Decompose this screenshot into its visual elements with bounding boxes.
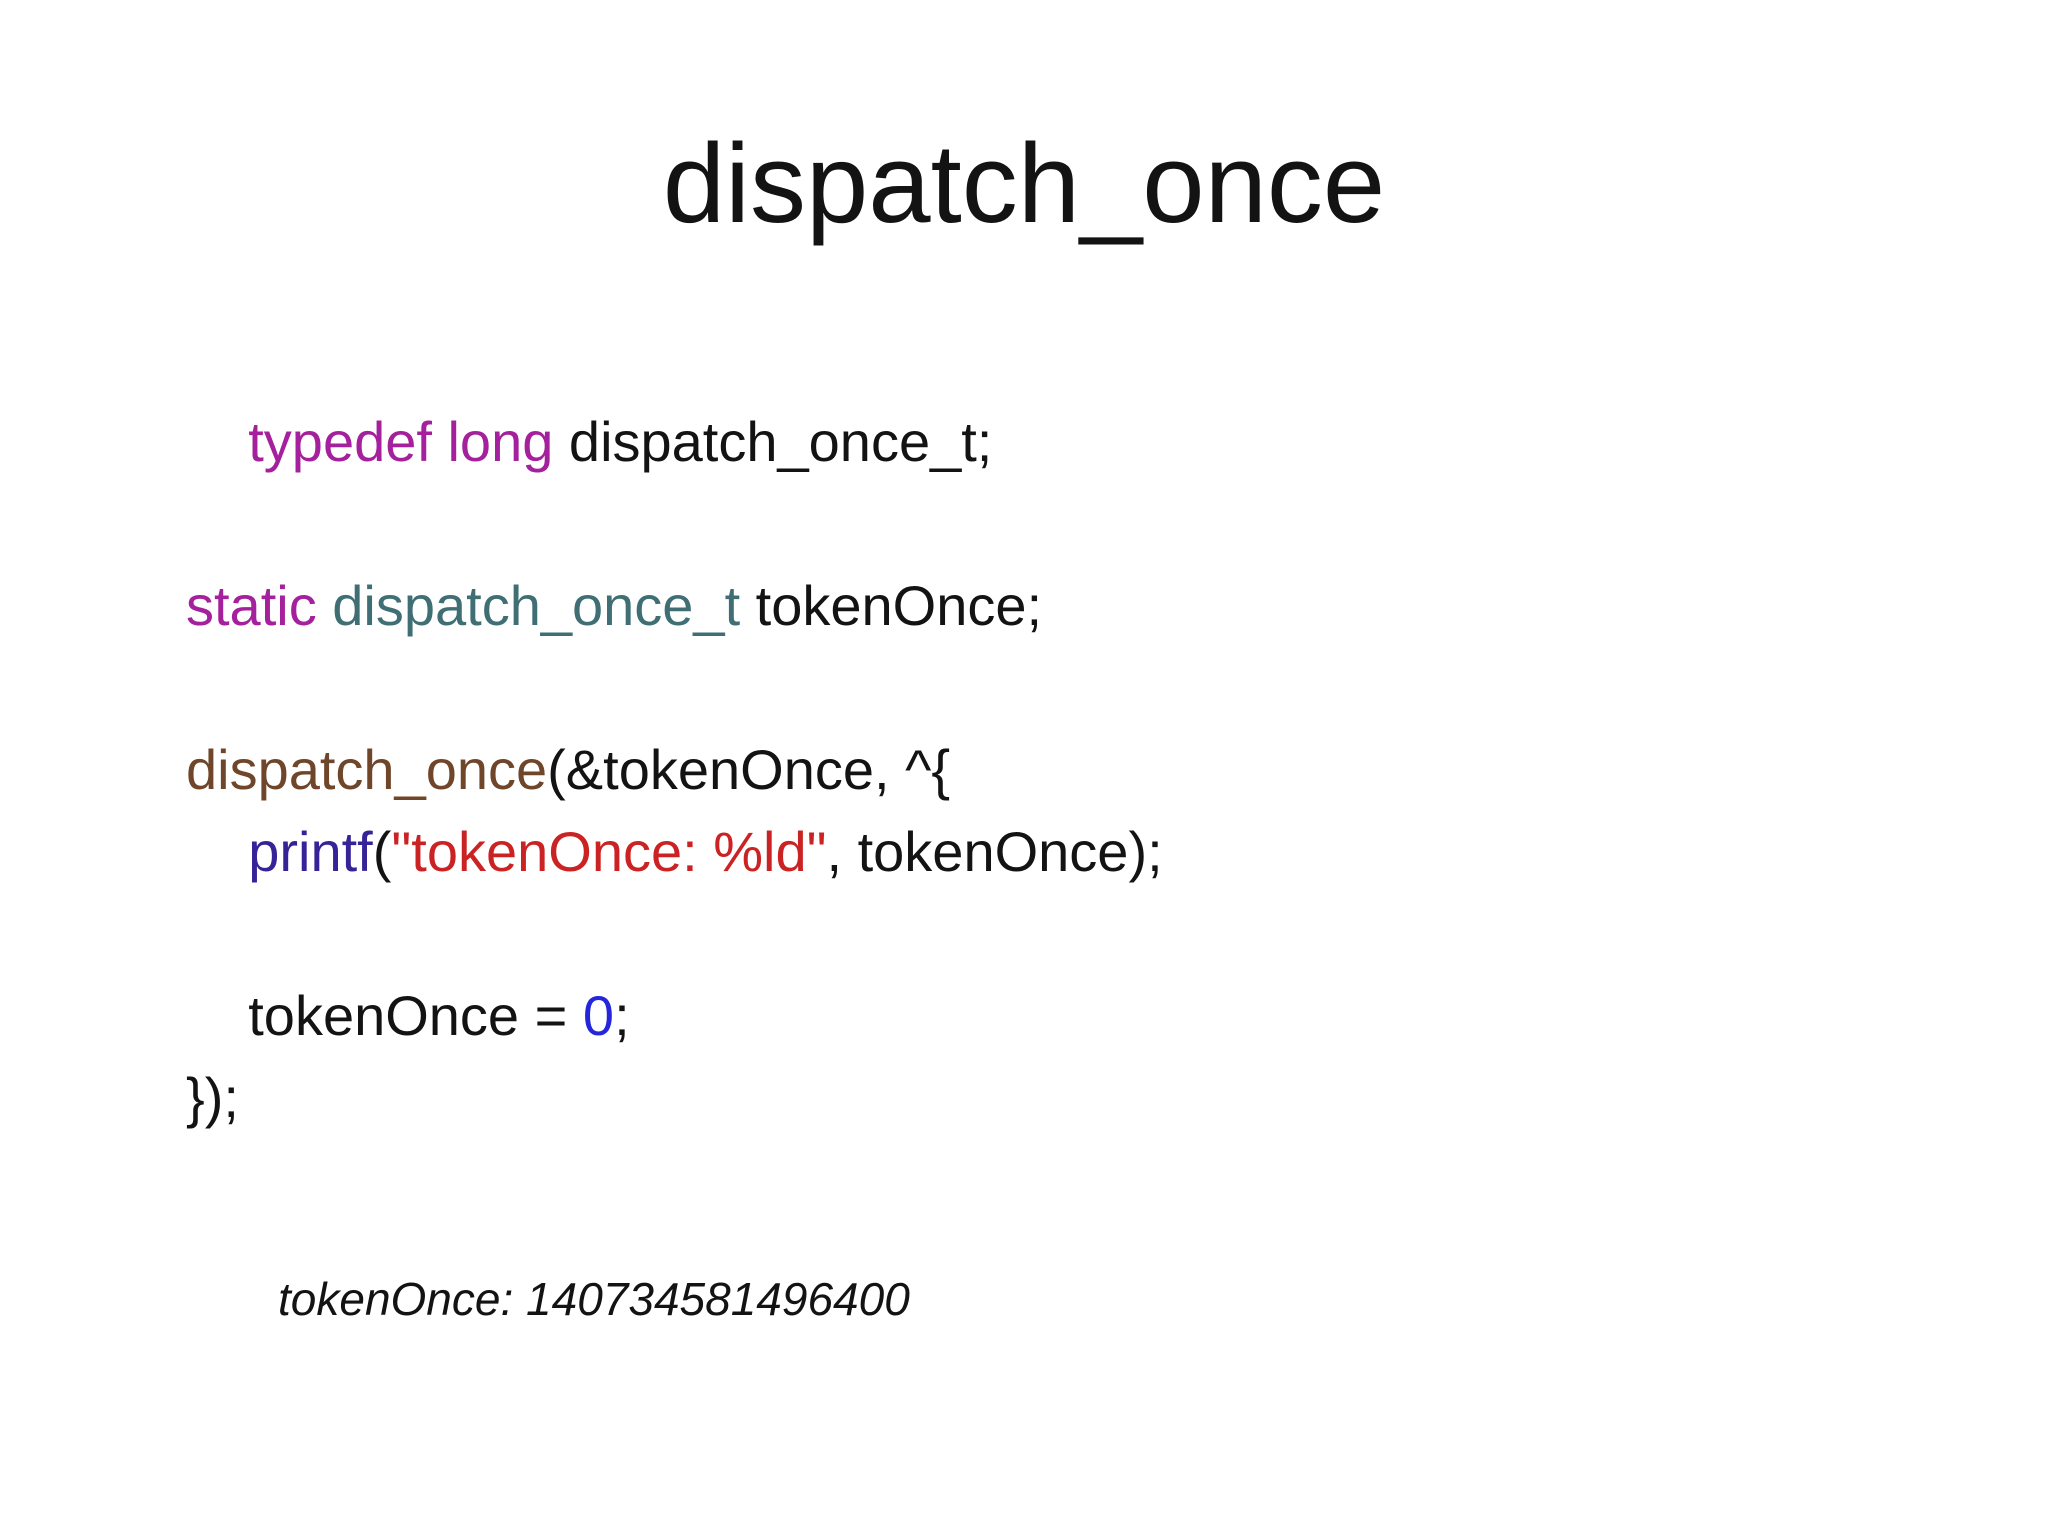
code-segment-keyword: typedef long: [248, 410, 554, 473]
code-block: typedef long dispatch_once_t; static dis…: [186, 401, 1163, 1139]
code-line: [186, 483, 1163, 565]
slide-title: dispatch_once: [662, 121, 1386, 246]
code-segment-text: [186, 410, 248, 473]
code-line: [186, 893, 1163, 975]
code-segment-text: tokenOnce;: [740, 574, 1043, 637]
code-segment-string: "tokenOnce: %ld": [391, 820, 827, 883]
code-line: typedef long dispatch_once_t;: [186, 401, 1163, 483]
code-segment-text: ;: [614, 984, 630, 1047]
code-segment-text: [317, 574, 333, 637]
code-segment-number: 0: [582, 984, 615, 1047]
code-segment-keyword: static: [186, 574, 317, 637]
code-segment-text: (&tokenOnce, ^{: [547, 738, 951, 801]
code-segment-text: tokenOnce =: [186, 984, 583, 1047]
code-line: tokenOnce = 0;: [186, 975, 1163, 1057]
code-segment-function: dispatch_once: [186, 738, 548, 801]
code-segment-text: , tokenOnce);: [826, 820, 1163, 883]
code-line: [186, 647, 1163, 729]
code-line: dispatch_once(&tokenOnce, ^{: [186, 729, 1163, 811]
code-segment-call: printf: [248, 820, 373, 883]
code-line: printf("tokenOnce: %ld", tokenOnce);: [186, 811, 1163, 893]
code-segment-text: [186, 820, 248, 883]
code-line: static dispatch_once_t tokenOnce;: [186, 565, 1163, 647]
code-segment-text: dispatch_once_t;: [553, 410, 993, 473]
console-output-text: tokenOnce: 140734581496400: [278, 1273, 910, 1325]
code-segment-text: });: [186, 1066, 239, 1129]
code-segment-type: dispatch_once_t: [332, 574, 741, 637]
code-line: });: [186, 1057, 1163, 1139]
code-segment-text: (: [372, 820, 392, 883]
